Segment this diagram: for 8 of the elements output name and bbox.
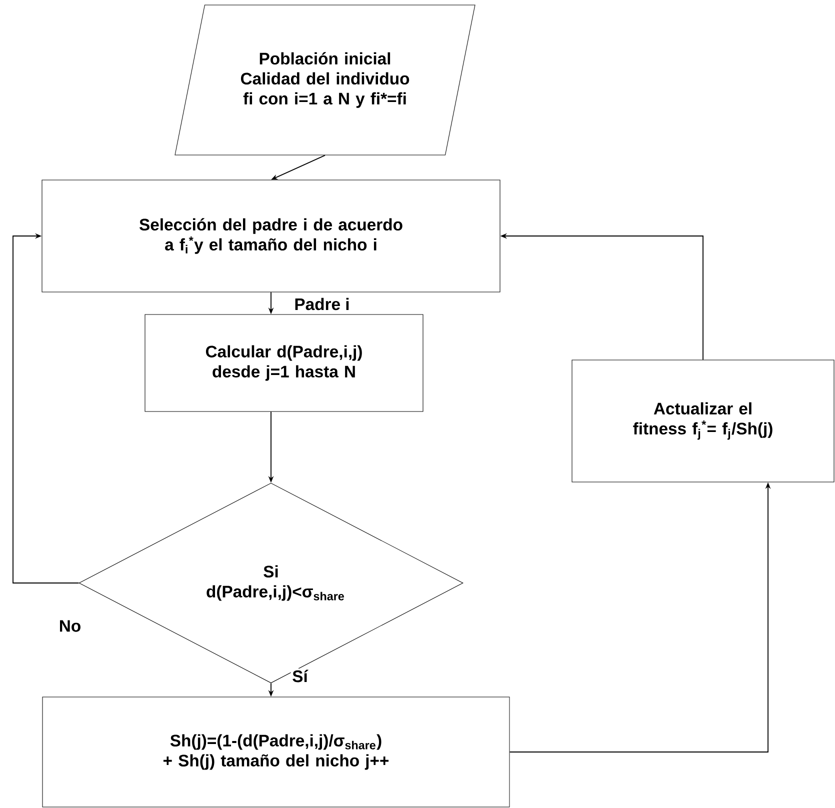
edge-label: Padre i bbox=[292, 296, 352, 312]
input-parallelogram: Población inicial Calidad del individuo fi con i=1 a N y fi*=fi bbox=[174, 4, 476, 156]
process-box: Calcular d(Padre,i,j) desde j=1 hasta N bbox=[144, 314, 424, 412]
process-box: Selección del padre i de acuerdo a f$_{i}$$^{*}$y el tamaño del nicho i bbox=[42, 180, 500, 292]
process-box: Sh(j)=(1-(d(Padre,i,j)/σ$_{share}$) + Sh(j) tamaño del nicho j++ bbox=[42, 696, 510, 808]
edge-label: Sí bbox=[290, 668, 310, 684]
process-box: Actualizar el fitness f$_{j}$$^{*}$= f$_{j}$/Sh(j) bbox=[572, 360, 834, 482]
arrow bbox=[12, 233, 80, 584]
